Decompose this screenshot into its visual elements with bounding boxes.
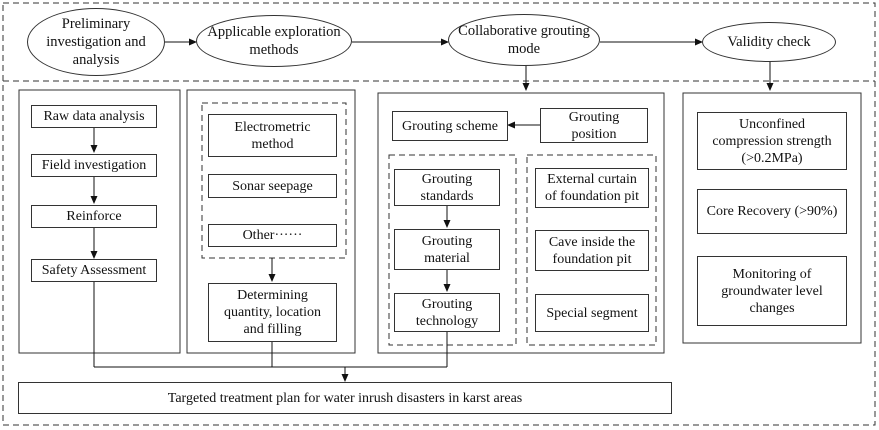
- panel-1-frame: [18, 89, 181, 354]
- panel-3-frame: [377, 92, 665, 354]
- panel-2-frame: [186, 89, 356, 354]
- step-collaborative-grouting: Collaborative grouting mode: [448, 14, 600, 66]
- grouting-material-box: Grouting material: [394, 229, 500, 270]
- electrometric-method-box: Electrometric method: [208, 114, 337, 157]
- grouting-position-box: Grouting position: [540, 108, 648, 143]
- grouting-scheme-box: Grouting scheme: [392, 111, 508, 141]
- panel-4-frame: [682, 92, 862, 344]
- cave-inside-box: Cave inside the foundation pit: [535, 230, 649, 271]
- other-methods-box: Other······: [208, 224, 337, 247]
- field-investigation-box: Field investigation: [31, 154, 157, 177]
- step-preliminary-investigation: Preliminary investigation and analysis: [27, 8, 165, 76]
- determining-result-box: Determining quantity, location and filli…: [208, 283, 337, 342]
- safety-assessment-box: Safety Assessment: [31, 259, 157, 282]
- raw-data-analysis-box: Raw data analysis: [31, 105, 157, 128]
- step-validity-check: Validity check: [702, 22, 836, 62]
- core-recovery-box: Core Recovery (>90%): [697, 189, 847, 234]
- grouting-right-dashed-group: [526, 154, 657, 346]
- grouting-standards-box: Grouting standards: [394, 169, 500, 206]
- sonar-seepage-box: Sonar seepage: [208, 174, 337, 198]
- step-exploration-methods: Applicable exploration methods: [196, 15, 352, 67]
- compression-strength-box: Unconfined compression strength (>0.2MPa…: [697, 112, 847, 170]
- groundwater-monitoring-box: Monitoring of groundwater level changes: [697, 256, 847, 326]
- targeted-treatment-plan-box: Targeted treatment plan for water inrush…: [18, 382, 672, 414]
- special-segment-box: Special segment: [535, 294, 649, 332]
- external-curtain-box: External curtain of foundation pit: [535, 168, 649, 208]
- grouting-technology-box: Grouting technology: [394, 293, 500, 332]
- grouting-left-dashed-group: [388, 154, 517, 346]
- methods-dashed-group: [201, 102, 347, 259]
- reinforce-box: Reinforce: [31, 205, 157, 228]
